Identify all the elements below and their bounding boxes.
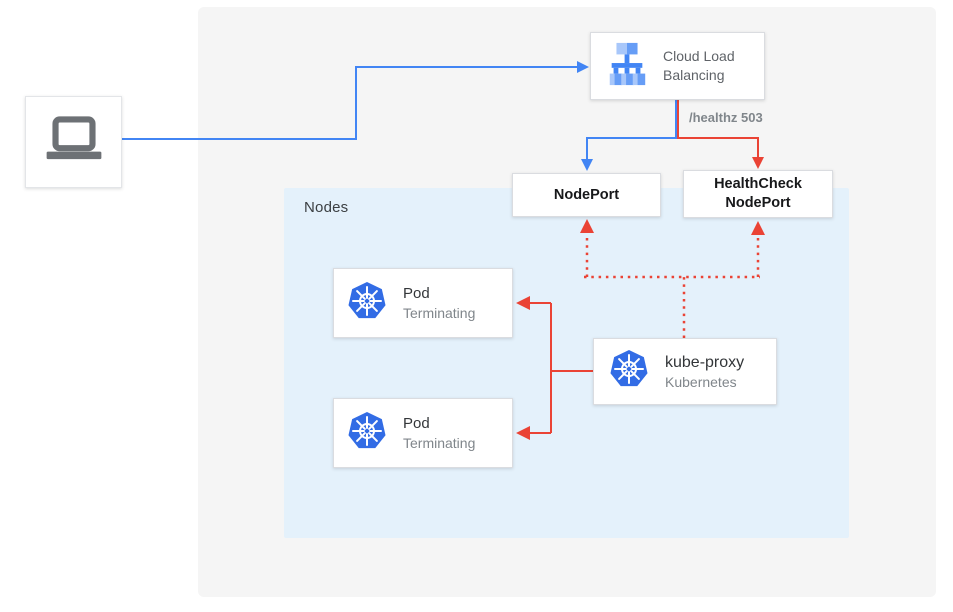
- cloud-load-balancing-icon: [604, 41, 650, 92]
- pod-node-2: Pod Terminating: [333, 398, 513, 468]
- healthcheck-nodeport-label: HealthCheck NodePort: [714, 176, 802, 211]
- healthz-status-label: /healthz 503: [689, 110, 763, 125]
- kubernetes-icon: [347, 411, 387, 456]
- pod-title: Pod: [403, 285, 430, 302]
- pod-title: Pod: [403, 415, 430, 432]
- kube-proxy-subtitle: Kubernetes: [665, 373, 737, 390]
- healthcheck-nodeport-node: HealthCheck NodePort: [683, 170, 833, 218]
- pod-status: Terminating: [403, 305, 476, 321]
- cloud-load-balancing-label: Cloud Load Balancing: [663, 48, 735, 83]
- laptop-icon: [41, 114, 107, 171]
- nodeport-label: NodePort: [553, 186, 620, 203]
- pod-status: Terminating: [403, 435, 476, 451]
- cloud-load-balancing-node: Cloud Load Balancing: [590, 32, 765, 100]
- kubernetes-icon: [609, 349, 649, 394]
- nodeport-node: NodePort: [512, 173, 661, 217]
- pod-node-1: Pod Terminating: [333, 268, 513, 338]
- client-node: [25, 96, 122, 188]
- kube-proxy-node: kube-proxy Kubernetes: [593, 338, 777, 405]
- kube-proxy-title: kube-proxy: [665, 353, 745, 371]
- nodes-group-label: Nodes: [304, 199, 349, 216]
- kubernetes-icon: [347, 281, 387, 326]
